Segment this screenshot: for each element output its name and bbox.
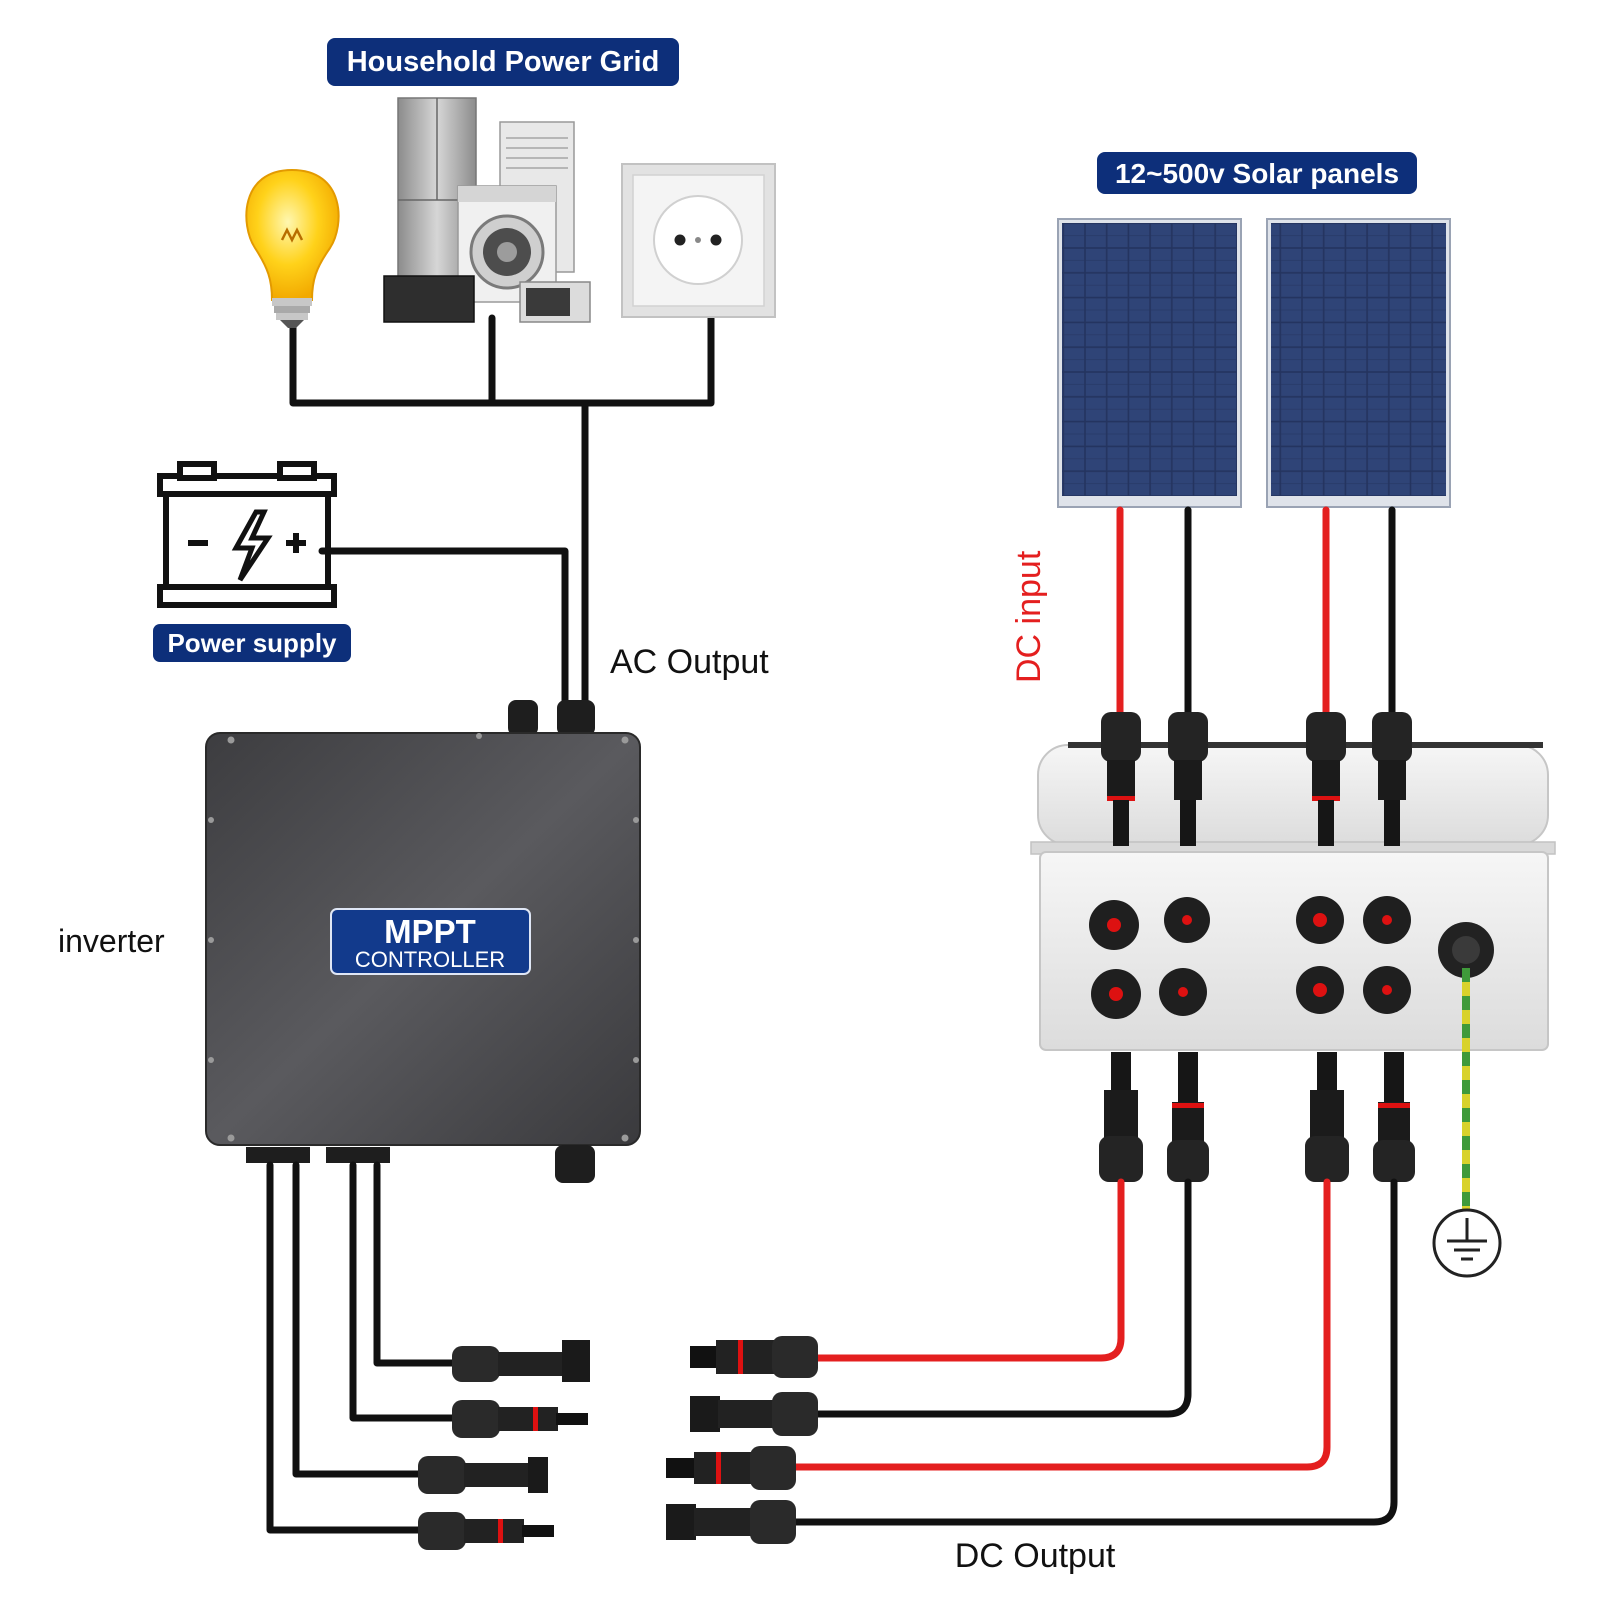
mc4-connector — [690, 1336, 818, 1378]
solar-panel-2 — [1266, 218, 1451, 508]
household-grid-pill: Household Power Grid — [327, 38, 679, 86]
ac-output-label: AC Output — [610, 643, 769, 681]
wall-socket-icon — [621, 163, 776, 318]
junction-box-ports — [1089, 896, 1494, 1019]
dc-input-wires — [1116, 506, 1396, 716]
mc4-connector — [1099, 1052, 1143, 1182]
ac-wiring — [289, 314, 715, 709]
power-supply-label: Power supply — [167, 628, 337, 658]
appliances-icon — [383, 97, 591, 323]
battery-icon — [157, 461, 337, 608]
mc4-connector — [666, 1500, 796, 1544]
mc4-connector — [666, 1446, 796, 1490]
household-grid-label: Household Power Grid — [347, 46, 660, 78]
ground-symbol-icon — [1432, 1208, 1502, 1278]
mc4-connector — [1168, 712, 1208, 846]
mc4-connector — [1305, 1052, 1349, 1182]
cable-gland — [1438, 922, 1494, 978]
inverter-output-cables — [266, 1161, 456, 1534]
mc4-connector — [1167, 1052, 1209, 1182]
dc-output-label: DC Output — [955, 1537, 1116, 1575]
inverter-unit: MPPT CONTROLLER — [205, 700, 641, 1183]
controller-label: CONTROLLER — [355, 947, 505, 972]
mc4-connector — [452, 1400, 588, 1438]
dc-output-wires — [792, 1178, 1398, 1526]
power-supply-pill: Power supply — [153, 624, 351, 662]
mc4-connector — [1373, 1052, 1415, 1182]
mc4-connector — [418, 1512, 554, 1550]
mc4-connector — [418, 1456, 548, 1494]
inverter-label: inverter — [58, 923, 165, 959]
solar-panels-pill: 12~500v Solar panels — [1097, 152, 1417, 194]
dc-output-mc4-connectors — [666, 1336, 818, 1544]
mc4-connector — [1372, 712, 1412, 846]
mppt-controller-badge: MPPT CONTROLLER — [330, 908, 531, 975]
dc-input-label: DC input — [1010, 550, 1048, 683]
mc4-connector — [1306, 712, 1346, 846]
inverter-mc4-connectors — [418, 1340, 590, 1550]
solar-panels-label: 12~500v Solar panels — [1115, 158, 1399, 189]
mppt-label: MPPT — [384, 913, 476, 950]
junction-box-output-connectors — [1099, 1052, 1415, 1182]
solar-panel-1 — [1057, 218, 1242, 508]
mc4-connector — [452, 1340, 590, 1382]
mc4-connector — [1101, 712, 1141, 846]
light-bulb-icon — [245, 168, 340, 328]
mc4-connector — [690, 1392, 818, 1436]
junction-box-input-connectors — [1101, 712, 1412, 846]
